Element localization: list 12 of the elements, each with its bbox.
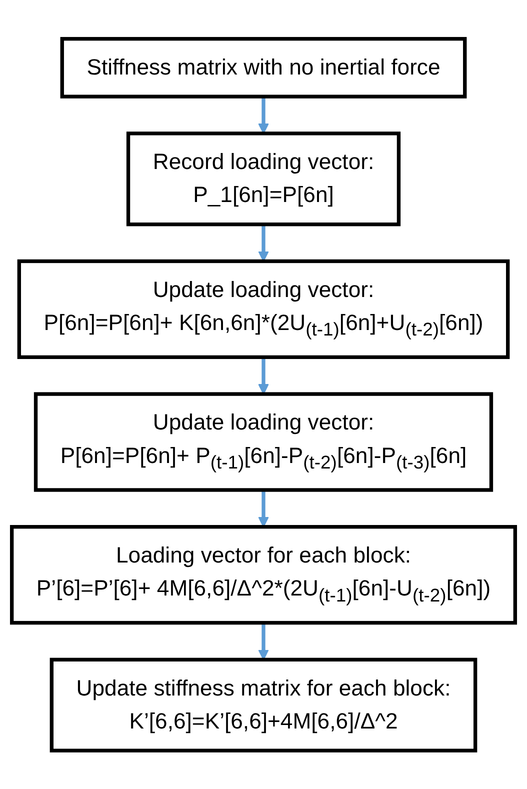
node-box bbox=[10, 524, 517, 624]
node-box bbox=[50, 658, 478, 752]
node-box bbox=[126, 131, 401, 226]
arrow bbox=[258, 96, 269, 134]
node-box bbox=[17, 259, 510, 359]
arrow bbox=[258, 224, 269, 262]
flowchart: Stiffness matrix with no inertial force Record loading vector: P_1[6n]=P[6n] Update loading vector: P[6n]=P[6n]+ K[6n,6n]*(2U$_{(t-1)}$[6n]+U$_{(t-2)}$[6n]) Update loading vector: P[6n]=P[6n]+ P$_{(t-1)}$[6n]-P$_{(t-2)}$[6n]-P$_{(t-3)}$[6n] Loading vector for each block: P’[6]=P’[6]+ 4M[6,6]/Δ^2*(2U$_{(t-1)}$[6n]-U$_{(t-2)}$[6n]) Update stiffness matrix for each block: K’[6,6]=K’[6,6]+4M[6,6]/Δ^2 bbox=[2, 28, 525, 760]
node-box bbox=[34, 392, 494, 492]
arrow bbox=[258, 490, 269, 528]
node-box bbox=[60, 36, 467, 98]
arrow bbox=[258, 622, 269, 660]
arrow bbox=[258, 356, 269, 394]
